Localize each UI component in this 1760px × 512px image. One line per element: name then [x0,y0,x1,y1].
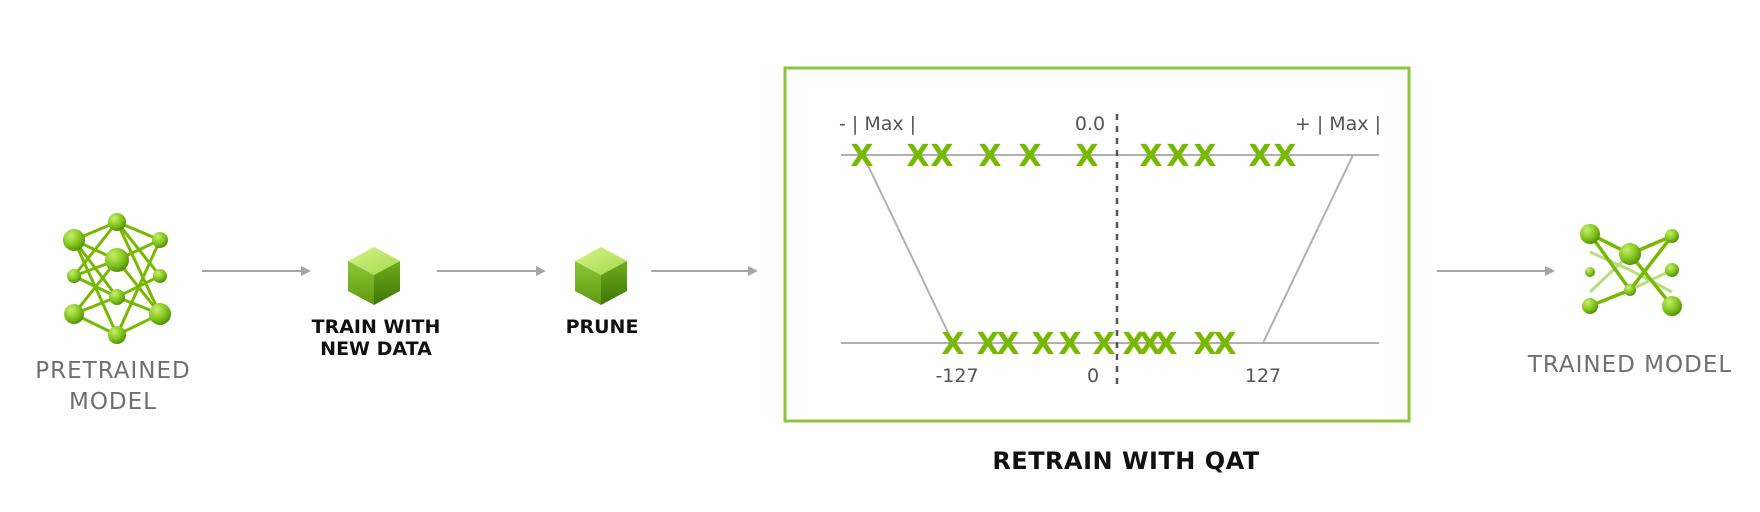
train-label-line1: TRAIN WITH [312,316,441,338]
int-weight-mark: X [1031,327,1054,362]
float-weight-mark: X [906,139,929,174]
qat-box [783,66,1411,423]
cube-icon [348,247,400,305]
int-weight-mark: X [1092,327,1115,362]
int-weight-mark: X [976,327,999,362]
pretrained-label-line1: PRETRAINED [35,358,190,384]
int-weight-mark: X [941,327,964,362]
pretrained-label-line2: MODEL [69,389,157,415]
float-weight-mark: X [1193,139,1216,174]
float-weight-marks: X X X X X X X X X X X [850,139,1296,174]
cube-icon [575,247,627,305]
prune-label: PRUNE [566,316,639,338]
int-weight-marks: X X X X X X X X X X X [941,327,1236,362]
float-weight-mark: X [978,139,1001,174]
float-weight-mark: X [1166,139,1189,174]
float-min-label: - | Max | [839,113,916,135]
int-weight-mark: X [1193,327,1216,362]
int-max-label: 127 [1245,365,1281,387]
trained-model-label: TRAINED MODEL [1527,352,1732,378]
int-weight-mark: X [1058,327,1081,362]
train-label-line2: NEW DATA [320,338,432,360]
neural-network-icon [63,213,171,344]
int-zero-label: 0 [1087,365,1099,387]
float-weight-mark: X [1075,139,1098,174]
int-weight-mark: X [1213,327,1236,362]
float-weight-mark: X [850,139,873,174]
float-weight-mark: X [1248,139,1271,174]
float-weight-mark: X [1273,139,1296,174]
float-weight-mark: X [1139,139,1162,174]
range-map-right [1262,154,1354,344]
int-weight-mark: X [1122,327,1145,362]
int-min-label: -127 [935,365,978,387]
float-weight-mark: X [930,139,953,174]
int-weight-mark: X [996,327,1019,362]
float-weight-mark: X [1018,139,1041,174]
range-map-left [862,154,954,344]
int-weight-mark: X [1138,327,1161,362]
float-max-label: + | Max | [1295,113,1381,135]
int-weight-mark: X [1154,327,1177,362]
float-zero-label: 0.0 [1075,113,1105,135]
retrain-label: RETRAIN WITH QAT [992,447,1260,475]
pruned-neural-network-icon [1580,224,1682,316]
